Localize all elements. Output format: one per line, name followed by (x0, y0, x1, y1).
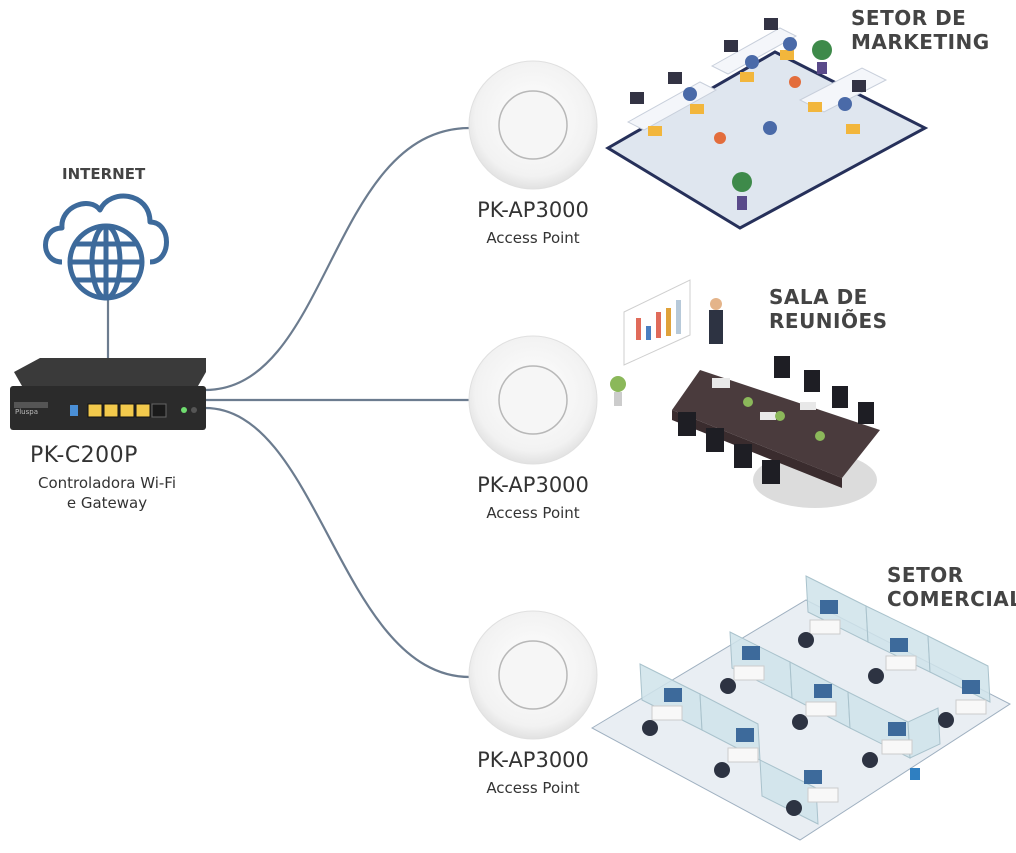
cloud-globe-icon (43, 193, 169, 301)
ap1-model: PK-AP3000 (477, 198, 589, 222)
controller-device: Pluspa (10, 358, 206, 430)
ap1-type: Access Point (486, 229, 580, 247)
controller-name: PK-C200P (30, 443, 138, 468)
internet-label: INTERNET (62, 165, 146, 183)
ap3-model: PK-AP3000 (477, 748, 589, 772)
area-title-commercial: SETOR COMERCIAL (887, 563, 1016, 611)
ethernet-port-icon (151, 403, 167, 418)
controller-description-text: Controladora Wi-Fi e Gateway (37, 474, 177, 512)
access-point-2 (468, 335, 598, 465)
ethernet-port-icon (135, 403, 151, 418)
link-ap1 (204, 126, 471, 392)
ethernet-port-icon (87, 403, 103, 418)
ethernet-port-icon (103, 403, 119, 418)
meeting-room-illustration (610, 279, 880, 508)
ap2-model: PK-AP3000 (477, 473, 589, 497)
commercial-office-illustration (590, 575, 1011, 841)
marketing-office-illustration (605, 18, 929, 230)
presentation-bar-chart (636, 300, 681, 340)
access-point-1 (468, 60, 598, 190)
device-brand: Pluspa (15, 408, 38, 416)
access-point-3 (468, 610, 598, 740)
area-title-marketing: SETOR DE MARKETING (851, 6, 990, 54)
ap3-type: Access Point (486, 779, 580, 797)
controller-description: Controladora Wi-Fi e Gateway (22, 473, 192, 513)
ap2-type: Access Point (486, 504, 580, 522)
link-ap3 (204, 406, 471, 679)
area-title-meeting-room: SALA DE REUNIÕES (769, 285, 888, 333)
ethernet-port-icon (119, 403, 135, 418)
